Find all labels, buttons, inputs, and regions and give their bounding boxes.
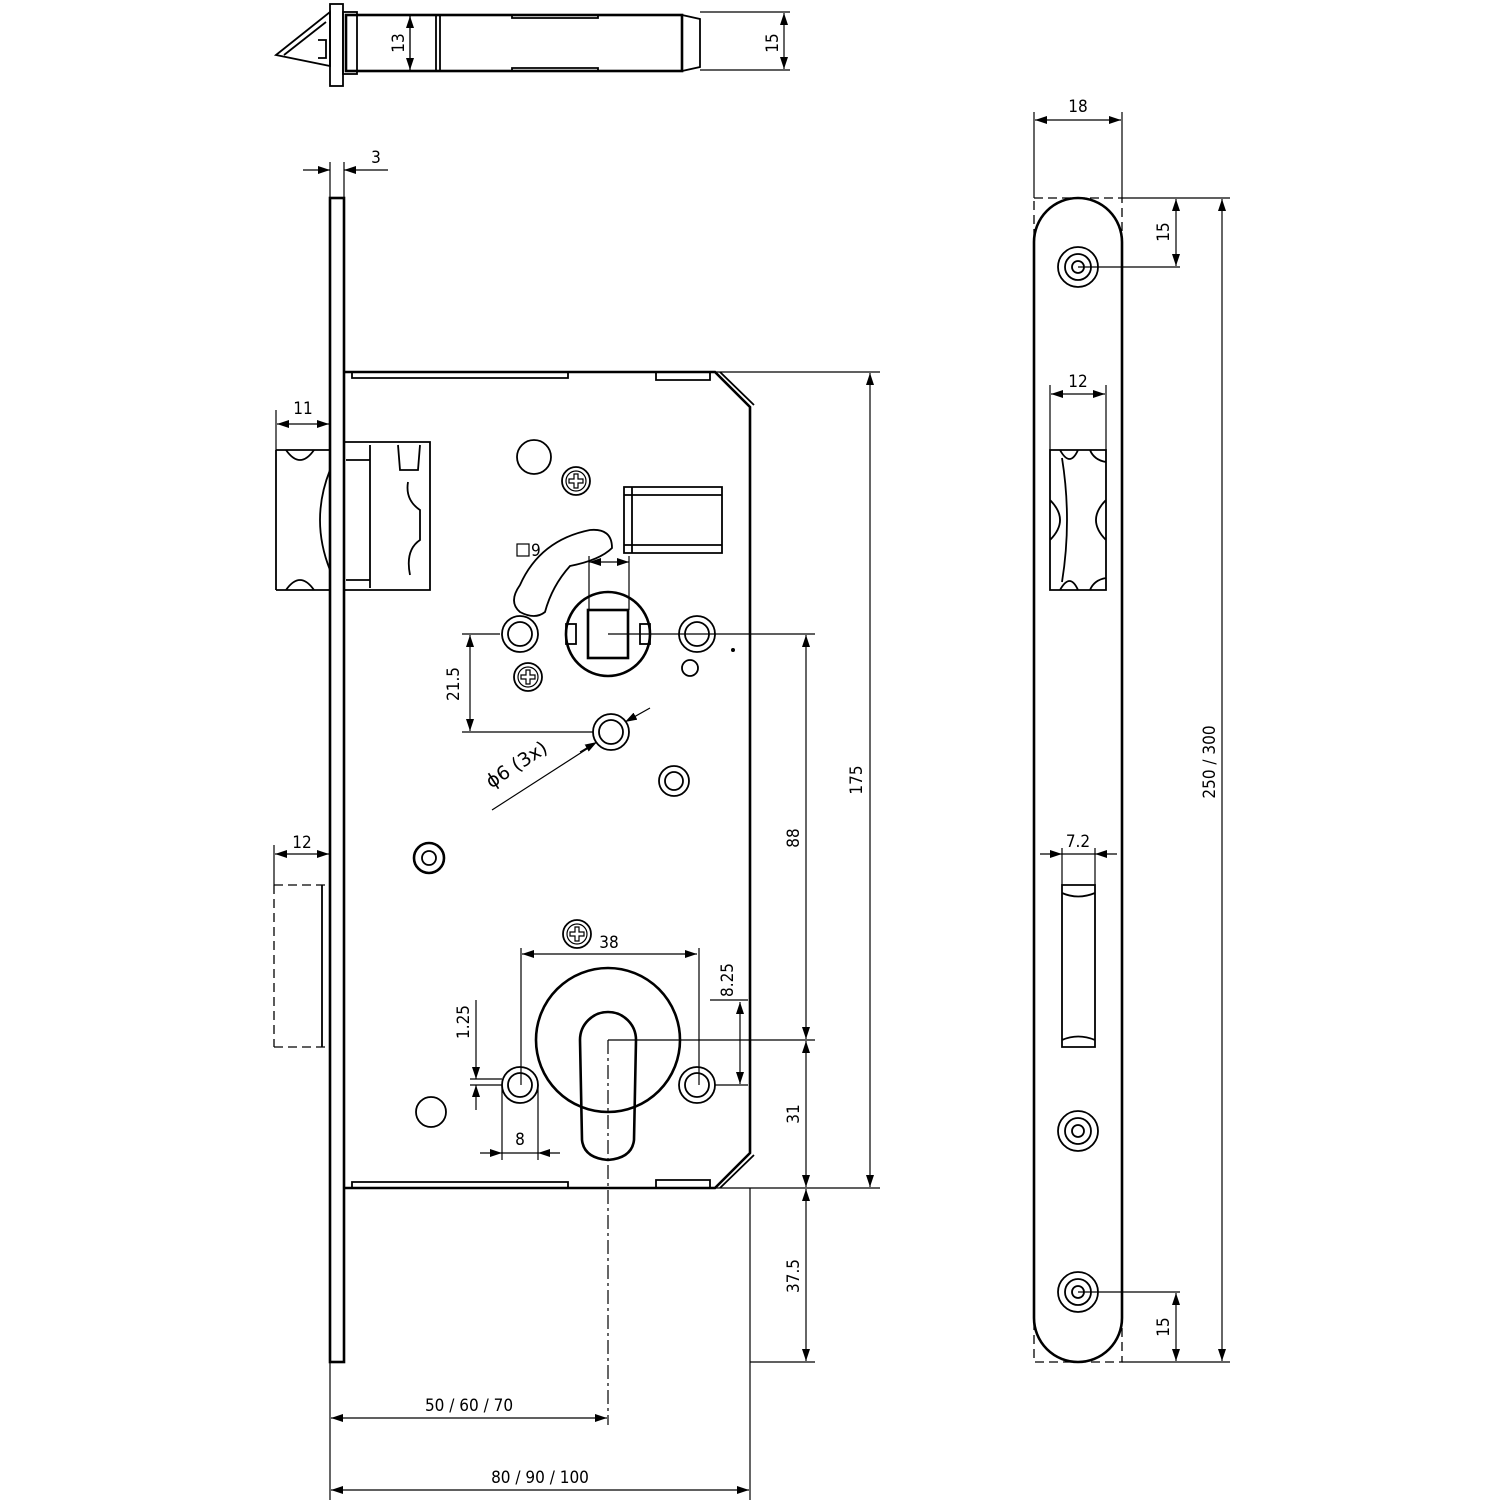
dim-cylinder-upper: 8.25 — [718, 963, 738, 997]
latch-bolt — [275, 441, 431, 591]
dim-cylinder-hole-offset: 1.25 — [454, 1005, 474, 1039]
top-view: 13 15 — [273, 3, 790, 87]
dim-hole-diameter: ϕ6 (3x) — [482, 737, 552, 793]
dim-total-height: 175 — [847, 765, 867, 794]
dim-strike-height: 250 / 300 — [1200, 725, 1220, 798]
dim-cylinder-holes: 38 — [599, 933, 618, 953]
dim-top-height: 13 — [389, 33, 409, 52]
dim-spindle-hole: 21.5 — [444, 667, 464, 701]
dim-latch: 11 — [293, 399, 312, 419]
strike-bolt-opening — [1061, 884, 1096, 1048]
case-outline — [344, 370, 752, 1190]
dim-strike-top-hole: 15 — [1154, 222, 1174, 241]
dim-case-depth: 80 / 90 / 100 — [491, 1468, 589, 1488]
cylinder-cutout — [534, 966, 682, 1162]
dim-cylinder-hole-width: 8 — [515, 1130, 525, 1150]
screw-icon — [561, 466, 591, 496]
dim-spindle-square: 9 — [531, 541, 541, 561]
dead-bolt — [273, 884, 331, 1048]
dim-cylinder-bottom: 31 — [784, 1104, 804, 1123]
dim-spindle-cylinder: 88 — [784, 828, 804, 847]
screw-icon — [562, 919, 592, 949]
dim-strike-width: 18 — [1068, 97, 1087, 117]
front-view: 3 11 12 9 21.5 ϕ6 (3x) 175 88 31 37.5 38 — [273, 148, 880, 1500]
dim-strike-bottom-hole: 15 — [1154, 1317, 1174, 1336]
screw-icon — [513, 662, 543, 692]
dim-faceplate: 3 — [371, 148, 381, 168]
faceplate — [328, 196, 346, 1364]
dim-strike-latch-width: 12 — [1068, 372, 1087, 392]
dim-top-width: 15 — [763, 33, 783, 52]
dim-bottom-overhang: 37.5 — [784, 1259, 804, 1293]
dim-strike-bolt-width: 7.2 — [1066, 832, 1090, 852]
dim-bolt: 12 — [292, 833, 311, 853]
strike-latch-opening — [1049, 449, 1107, 591]
dim-backset: 50 / 60 / 70 — [425, 1396, 513, 1416]
strike-plate-view: 18 15 12 250 / 300 7.2 15 — [1032, 97, 1230, 1364]
